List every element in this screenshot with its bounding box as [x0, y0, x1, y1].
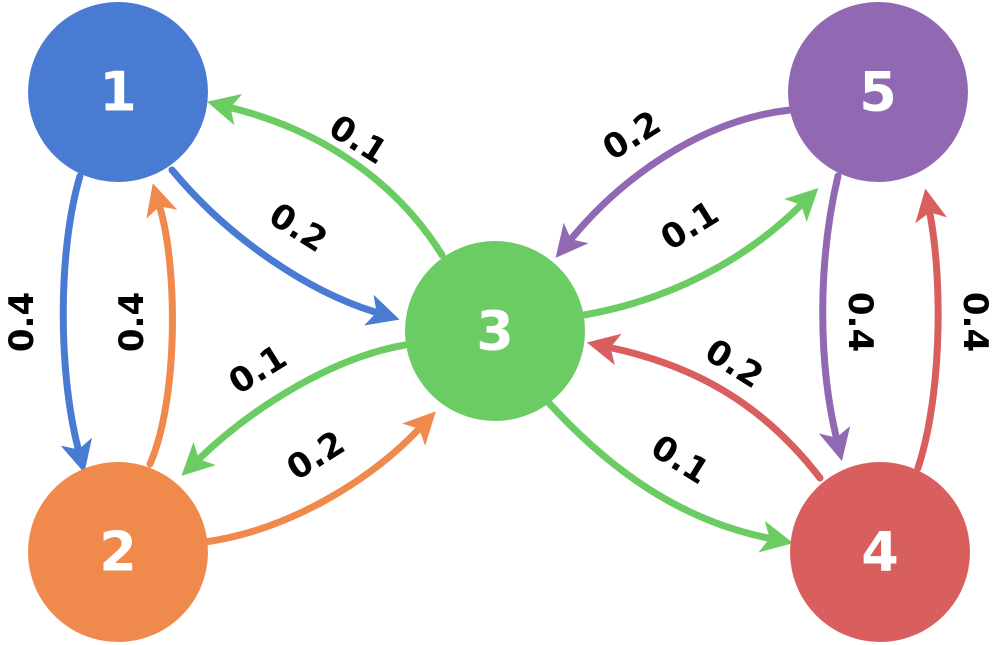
edge-5-to-3	[555, 106, 794, 258]
edge-weight-3-to-5: 0.1	[654, 193, 726, 259]
edge-3-to-1	[207, 93, 446, 259]
edge-3-to-2	[181, 341, 409, 476]
edge-weight-2-to-3: 0.2	[280, 423, 352, 489]
edge-weight-3-to-1: 0.1	[322, 107, 394, 173]
edges-layer	[59, 93, 947, 553]
state-node-label-4: 4	[861, 521, 899, 584]
state-node-circle-4	[790, 462, 970, 642]
state-node-circle-1	[28, 2, 208, 182]
state-node-5: 5	[788, 2, 968, 182]
edge-weight-4-to-3: 0.2	[698, 331, 770, 397]
edge-weight-1-to-3: 0.2	[262, 195, 334, 261]
edge-weight-4-to-5: 0.4	[955, 292, 995, 352]
edge-weight-5-to-4: 0.4	[840, 292, 880, 352]
edge-1-to-2	[59, 172, 92, 473]
state-node-circle-3	[405, 241, 585, 421]
edge-weight-1-to-2: 0.4	[2, 292, 42, 352]
edge-1-to-3	[168, 166, 400, 326]
edge-weight-2-to-1: 0.4	[112, 292, 152, 352]
edge-4-to-3	[586, 333, 824, 482]
state-node-2: 2	[28, 462, 208, 642]
edge-3-to-4	[544, 398, 794, 553]
state-node-4: 4	[790, 462, 970, 642]
state-node-1: 1	[28, 2, 208, 182]
edge-2-to-1	[146, 183, 178, 468]
state-node-label-2: 2	[99, 521, 137, 584]
state-node-label-3: 3	[476, 300, 514, 363]
edge-5-to-4	[818, 172, 851, 462]
state-node-label-1: 1	[99, 61, 137, 124]
edge-weight-3-to-4: 0.1	[644, 427, 716, 493]
state-node-circle-2	[28, 462, 208, 642]
edge-4-to-5	[914, 188, 947, 472]
edge-3-to-5	[580, 187, 819, 319]
state-node-3: 3	[405, 241, 585, 421]
nodes-layer: 1 2 3 4 5	[28, 2, 970, 642]
edge-2-to-3	[201, 411, 436, 546]
state-node-circle-5	[788, 2, 968, 182]
state-node-label-5: 5	[859, 61, 897, 124]
